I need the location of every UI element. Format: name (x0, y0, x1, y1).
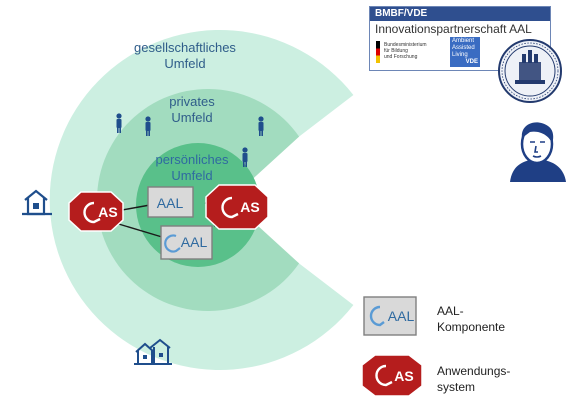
arrow-icon (375, 364, 393, 387)
as-left-label: AS (98, 204, 117, 220)
arrow-icon (83, 201, 101, 224)
person-icon (116, 113, 122, 133)
outer-ring-label-line1: gesellschaftliches (134, 40, 236, 55)
university-seal-icon (498, 39, 562, 103)
ministry-line2: für Bildung (384, 48, 408, 54)
legend-aal-box-label: AAL (388, 308, 415, 324)
ministry-text: Bundesministerium für Bildung und Forsch… (384, 42, 427, 60)
arrow-icon (369, 305, 385, 327)
legend-as-box: AS (361, 354, 423, 397)
aal-badge-line3: Living (452, 52, 468, 58)
legend-as-line2: system (437, 380, 476, 394)
arrow-icon (221, 196, 239, 219)
aal-component-bottom: AAL (160, 225, 213, 260)
as-node-right: AS (205, 184, 269, 230)
logo-subtitle: Innovationspartnerschaft AAL (375, 22, 532, 36)
legend-as-description: Anwendungs- system (437, 363, 510, 395)
legend-aal-box: AAL (363, 296, 417, 336)
aal-badge-line1: Ambient (452, 38, 475, 44)
outer-ring-label-line2: Umfeld (164, 56, 205, 71)
legend-aal-description: AAL- Komponente (437, 303, 505, 335)
person-icon (258, 116, 264, 136)
goethe-portrait-icon (500, 114, 572, 184)
ministry-line1: Bundesministerium (384, 42, 427, 48)
aal-component-center: AAL (147, 186, 194, 218)
connector-as-left-aal-bottom (111, 221, 163, 238)
person-icons (116, 113, 264, 167)
legend-aal-line2: Komponente (437, 320, 506, 334)
middle-ring-label-line1: privates (169, 94, 215, 109)
aal-vde-badge: Ambient Assisted Living VDE (450, 37, 480, 67)
inner-circle-label-line2: Umfeld (171, 168, 212, 183)
as-right-label: AS (240, 199, 259, 215)
ministry-line3: und Forschung (384, 54, 418, 60)
person-icon (242, 147, 248, 167)
as-node-left: AS (68, 191, 124, 232)
legend-as-box-label: AS (394, 368, 413, 384)
arrow-icon (164, 234, 181, 253)
logo-header: BMBF/VDE (370, 7, 550, 21)
connector-as-left-aal (121, 204, 151, 211)
legend-aal-line1: AAL- (437, 304, 464, 318)
house-icon-left (22, 189, 52, 216)
legend-as-line1: Anwendungs- (437, 364, 511, 378)
person-icon (145, 116, 151, 136)
aal-badge-line2: Assisted (452, 45, 475, 51)
aal-bottom-label: AAL (181, 234, 208, 250)
inner-circle-label-line1: persönliches (156, 152, 229, 167)
houses-icon-bottom (134, 338, 172, 365)
german-flag-icon (376, 41, 380, 63)
aal-badge-line4: VDE (465, 59, 478, 65)
aal-center-label: AAL (157, 195, 184, 211)
middle-ring-label-line2: Umfeld (171, 110, 212, 125)
